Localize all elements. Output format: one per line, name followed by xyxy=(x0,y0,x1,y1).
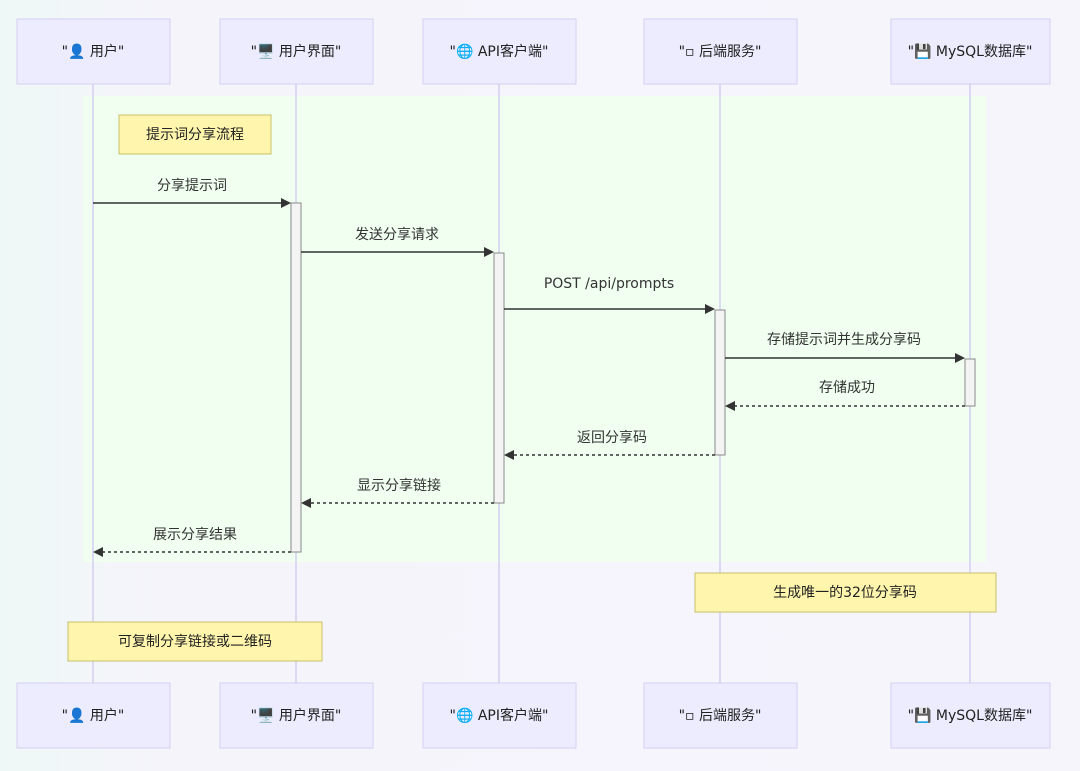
participant-api-top[interactable]: "🌐 API客户端" xyxy=(422,18,577,85)
message-5-arrowhead xyxy=(725,401,735,411)
participant-user-bottom[interactable]: "👤 用户" xyxy=(16,682,171,749)
note-user-ui-text: 可复制分享链接或二维码 xyxy=(118,633,272,650)
participant-api-bottom[interactable]: "🌐 API客户端" xyxy=(422,682,577,749)
section-note-text: 提示词分享流程 xyxy=(146,126,244,143)
message-1-arrowhead xyxy=(281,198,291,208)
participant-user-bottom-label: "👤 用户" xyxy=(62,707,125,724)
message-8-label: 展示分享结果 xyxy=(153,526,237,543)
participant-ui-top-label: "🖥️ 用户界面" xyxy=(251,43,342,60)
participant-user-top-box[interactable] xyxy=(16,18,171,85)
message-6-arrowhead xyxy=(504,450,514,460)
participant-api-top-box[interactable] xyxy=(422,18,577,85)
participant-ui-bottom-box[interactable] xyxy=(219,682,374,749)
message-7-arrowhead xyxy=(301,498,311,508)
message-1-label: 分享提示词 xyxy=(157,177,227,194)
participant-db-bottom-box[interactable] xyxy=(890,682,1051,749)
participants-top: "👤 用户" "🖥️ 用户界面" "🌐 API客户端" "▫ 后端服务" "💾 … xyxy=(16,18,1051,85)
participant-api-top-label: "🌐 API客户端" xyxy=(450,43,549,60)
message-7: 显示分享链接 xyxy=(301,477,494,508)
participant-backend-top[interactable]: "▫ 后端服务" xyxy=(643,18,798,85)
participant-api-bottom-label: "🌐 API客户端" xyxy=(450,707,549,724)
activations xyxy=(290,202,976,553)
participant-user-top[interactable]: "👤 用户" xyxy=(16,18,171,85)
participant-backend-bottom[interactable]: "▫ 后端服务" xyxy=(643,682,798,749)
message-6: 返回分享码 xyxy=(504,429,715,460)
participant-backend-bottom-label: "▫ 后端服务" xyxy=(679,708,762,724)
message-2-label: 发送分享请求 xyxy=(355,226,439,243)
participant-backend-top-box[interactable] xyxy=(643,18,798,85)
participant-db-top[interactable]: "💾 MySQL数据库" xyxy=(890,18,1051,85)
message-8-arrowhead xyxy=(93,547,103,557)
message-2-arrowhead xyxy=(484,247,494,257)
message-5-label: 存储成功 xyxy=(819,380,875,396)
message-4-arrowhead xyxy=(955,353,965,363)
participant-db-top-box[interactable] xyxy=(890,18,1051,85)
messages: 分享提示词 发送分享请求 POST /api/prompts 存储提示词并生成分… xyxy=(93,177,965,557)
participant-ui-bottom-label: "🖥️ 用户界面" xyxy=(251,707,342,724)
activation-db xyxy=(964,358,976,407)
message-3-label: POST /api/prompts xyxy=(544,276,674,292)
message-1: 分享提示词 xyxy=(93,177,291,208)
activation-ui xyxy=(290,202,302,553)
flow-region xyxy=(83,96,986,562)
activation-api xyxy=(493,252,505,504)
note-backend-db: 生成唯一的32位分享码 xyxy=(694,572,997,613)
participant-ui-bottom[interactable]: "🖥️ 用户界面" xyxy=(219,682,374,749)
participant-backend-top-label: "▫ 后端服务" xyxy=(679,44,762,60)
participant-backend-bottom-box[interactable] xyxy=(643,682,798,749)
message-3: POST /api/prompts xyxy=(504,276,715,314)
message-5: 存储成功 xyxy=(725,380,965,411)
note-backend-db-text: 生成唯一的32位分享码 xyxy=(773,584,917,601)
participant-ui-top-box[interactable] xyxy=(219,18,374,85)
section-note: 提示词分享流程 xyxy=(118,114,272,155)
participant-ui-top[interactable]: "🖥️ 用户界面" xyxy=(219,18,374,85)
note-backend-db-box xyxy=(694,572,997,613)
participants-bottom: "👤 用户" "🖥️ 用户界面" "🌐 API客户端" "▫ 后端服务" "💾 … xyxy=(16,682,1051,749)
message-2: 发送分享请求 xyxy=(301,226,494,257)
message-4-label: 存储提示词并生成分享码 xyxy=(767,331,921,348)
message-7-label: 显示分享链接 xyxy=(357,477,441,494)
participant-api-bottom-box[interactable] xyxy=(422,682,577,749)
note-user-ui: 可复制分享链接或二维码 xyxy=(67,621,323,662)
participant-db-top-label: "💾 MySQL数据库" xyxy=(908,43,1033,60)
participant-user-bottom-box[interactable] xyxy=(16,682,171,749)
participant-db-bottom[interactable]: "💾 MySQL数据库" xyxy=(890,682,1051,749)
participant-db-bottom-label: "💾 MySQL数据库" xyxy=(908,707,1033,724)
note-user-ui-box xyxy=(67,621,323,662)
message-4: 存储提示词并生成分享码 xyxy=(725,331,965,363)
message-6-label: 返回分享码 xyxy=(577,429,647,446)
message-3-arrowhead xyxy=(705,304,715,314)
participant-user-top-label: "👤 用户" xyxy=(62,43,125,60)
message-8: 展示分享结果 xyxy=(93,526,291,557)
section-note-box xyxy=(118,114,272,155)
activation-backend xyxy=(714,309,726,456)
